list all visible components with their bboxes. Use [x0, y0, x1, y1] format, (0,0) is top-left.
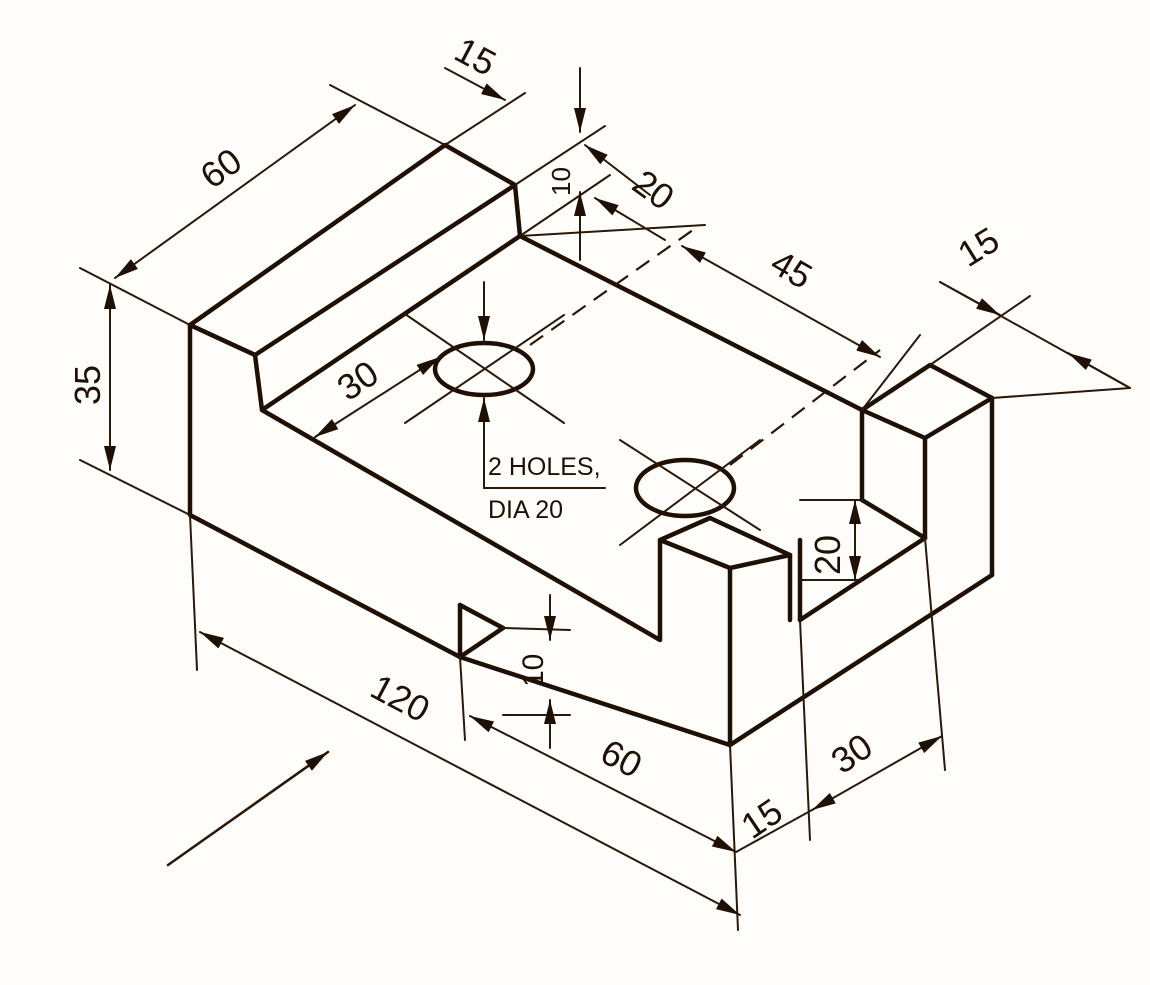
dim-line-60-top: [114, 104, 356, 279]
dim-line-20-top: [584, 144, 651, 196]
holes-note: 2 HOLES, DIA 20: [488, 453, 601, 524]
dim-20-slot: 20: [807, 535, 848, 575]
dim-line-15-lug: [939, 281, 1001, 316]
dim-60-front: 60: [594, 731, 649, 786]
dimension-labels: 15 60 35 10 20 45 15 30 20 10 120 60 15 …: [67, 29, 1006, 847]
holes: [404, 313, 761, 546]
dim-10-notch: 10: [517, 654, 550, 687]
viewing-direction-arrow: [166, 750, 330, 867]
dim-line-15-end: [735, 809, 813, 853]
dim-15-lug: 15: [951, 219, 1007, 275]
extension-lines: [79, 84, 1131, 931]
dim-20-rib: 20: [625, 161, 681, 218]
dim-line-15-top: [444, 67, 506, 101]
dim-line-30-hole: [314, 356, 441, 438]
dim-120: 120: [364, 666, 436, 730]
dim-35: 35: [67, 365, 108, 405]
dim-line-20-top-b: [594, 197, 666, 241]
dim-30-end: 30: [824, 725, 880, 781]
dim-line-45: [681, 245, 881, 358]
dim-15-end: 15: [734, 790, 790, 846]
dim-line-120: [199, 631, 741, 916]
dim-line-15-lug-b: [1067, 352, 1131, 389]
note-line-2: DIA 20: [488, 496, 563, 524]
hole-right: [633, 457, 737, 519]
dimension-lines: [104, 67, 1131, 916]
dim-10-rib: 10: [546, 167, 576, 196]
dim-line-60-front: [469, 715, 737, 853]
object-outline: [187, 142, 995, 748]
hidden-lines: [529, 224, 881, 466]
dim-45: 45: [764, 241, 819, 297]
dim-line-30-end: [811, 735, 943, 811]
dim-15-top: 15: [448, 29, 503, 84]
note-line-1: 2 HOLES,: [488, 453, 601, 481]
